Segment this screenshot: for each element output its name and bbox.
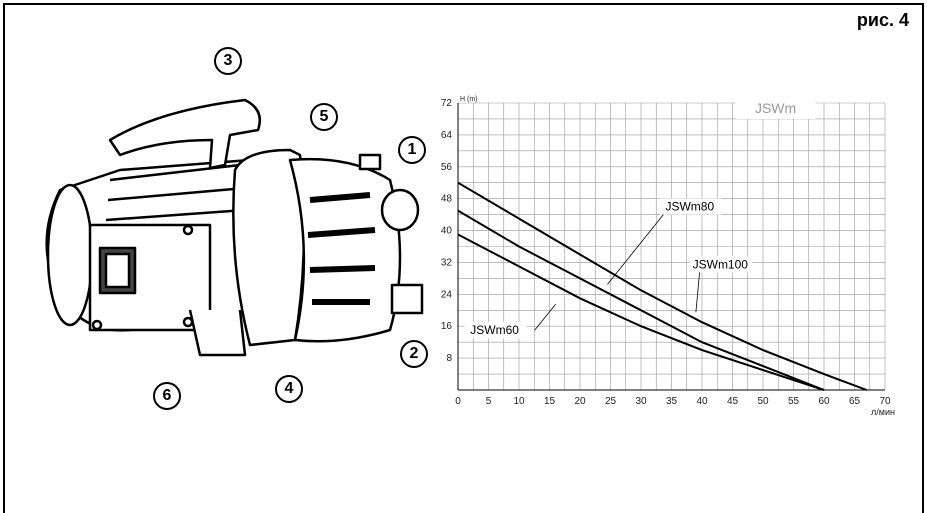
callout-1: 1 <box>398 136 426 164</box>
water-pump-illustration <box>45 98 424 357</box>
callout-2: 2 <box>400 340 428 368</box>
callout-5: 5 <box>310 103 338 131</box>
callout-6: 6 <box>153 382 181 410</box>
callout-4: 4 <box>275 375 303 403</box>
figure-label: рис. 4 <box>856 10 909 30</box>
callout-3: 3 <box>214 47 242 75</box>
figure-frame <box>3 3 924 513</box>
